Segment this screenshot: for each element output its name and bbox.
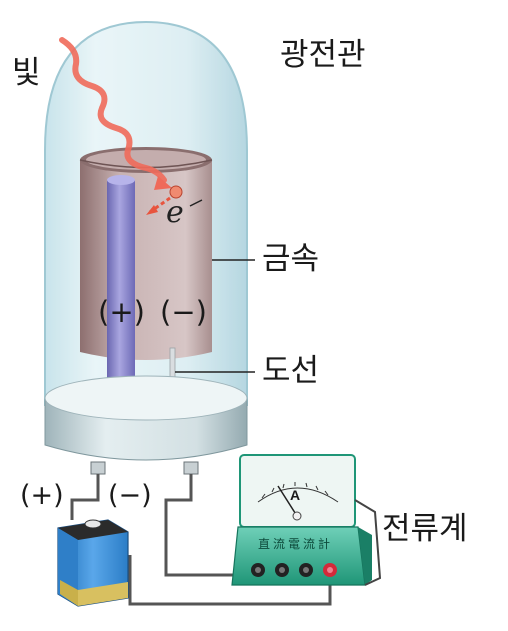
battery-icon	[57, 519, 129, 607]
ammeter-icon	[231, 454, 382, 586]
phototube-label: 광전관	[280, 37, 366, 73]
meter-caption: 直流電流計	[258, 537, 334, 551]
tube-base	[44, 375, 248, 461]
light-ray	[59, 37, 172, 190]
wire-label: 도선	[262, 353, 320, 389]
anode-sign: (+)	[98, 295, 145, 329]
battery-plus-sign: (+)	[20, 480, 64, 511]
ammeter-terminals	[251, 563, 337, 577]
terminal-right	[183, 461, 199, 475]
battery-minus-sign: (−)	[108, 480, 152, 511]
circuit-wires	[70, 474, 332, 606]
meter-unit: A	[290, 487, 301, 503]
leader-lines	[175, 199, 255, 373]
light-label: 빛	[12, 55, 41, 91]
terminal-left	[90, 461, 106, 475]
electron-symbol: e	[166, 195, 184, 230]
metal-label: 금속	[262, 241, 320, 277]
ammeter-label: 전류계	[382, 511, 468, 547]
electron-dot-icon	[146, 185, 183, 215]
anode-rod	[107, 175, 135, 398]
cathode-sign: (−)	[160, 295, 207, 329]
